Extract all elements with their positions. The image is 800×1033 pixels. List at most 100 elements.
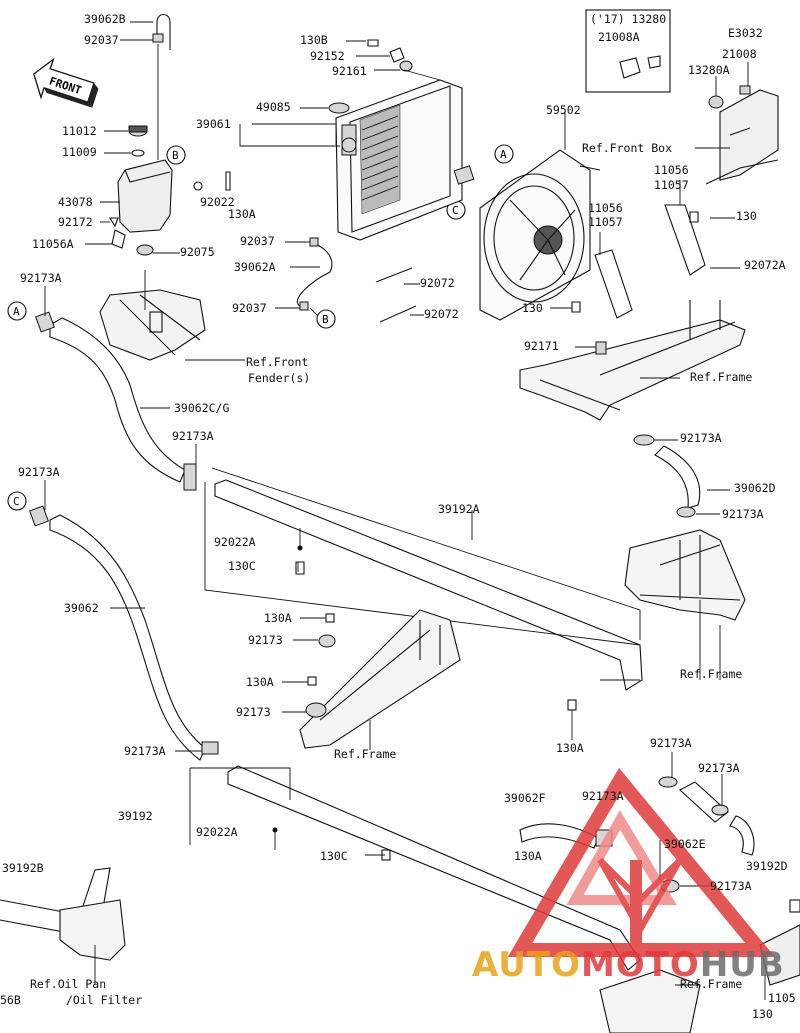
- label-11009: 11009: [62, 145, 97, 159]
- label-92173A-2: 92173A: [172, 429, 214, 443]
- label-11056-mid: 11056: [588, 201, 623, 215]
- label-92022A-2: 92022A: [196, 825, 238, 839]
- bolts-130: [571, 211, 699, 313]
- label-92173A-8: 92173A: [582, 789, 624, 803]
- clamp-92173A-7b: [711, 804, 729, 816]
- label-92173A-5: 92173A: [18, 465, 60, 479]
- label-92022A-1: 92022A: [214, 535, 256, 549]
- label-21008A: 21008A: [598, 30, 640, 44]
- frame-ref-bottom: [599, 969, 701, 1033]
- clamp-92173A-7a: [658, 776, 678, 788]
- label-92171: 92171: [524, 339, 559, 353]
- bracket-11056A: [111, 229, 126, 249]
- label-49085: 49085: [256, 100, 291, 114]
- front-box-ref: [719, 89, 779, 181]
- label-92173A-4: 92173A: [722, 507, 764, 521]
- radiator: [335, 79, 463, 241]
- label-92037-c: 92037: [232, 301, 267, 315]
- label-39062: 39062: [64, 601, 99, 615]
- svg-text:B: B: [322, 313, 329, 326]
- bolt-130B: [367, 39, 379, 47]
- label-59502: 59502: [546, 103, 581, 117]
- label-92173A-6: 92173A: [124, 744, 166, 758]
- watermark-text: AUTOMOTOHUB: [472, 945, 785, 985]
- label-92173A-9: 92173A: [710, 879, 752, 893]
- label-92152: 92152: [310, 49, 345, 63]
- callout-A-right: A: [494, 144, 514, 164]
- callout-A-left: A: [7, 301, 27, 321]
- frame-ref-upper: [519, 319, 746, 421]
- label-13280A: 13280A: [688, 63, 730, 77]
- bolt-130A-3: [325, 613, 335, 623]
- hose-39062: [49, 514, 206, 761]
- label-92075: 92075: [180, 245, 215, 259]
- label-39192B: 39192B: [2, 861, 44, 875]
- label-ref-front-fender-1: Ref.Front: [246, 355, 309, 369]
- grommet-92161: [399, 60, 413, 72]
- cap-gasket: [131, 149, 145, 157]
- label-43078: 43078: [58, 195, 93, 209]
- label-92037-a: 92037: [84, 33, 119, 47]
- grommet-92075: [136, 244, 154, 256]
- oil-pan-ref: [59, 899, 126, 961]
- label-11012: 11012: [62, 124, 97, 138]
- clamp-92173A-1: [35, 311, 55, 333]
- label-130C-2: 130C: [320, 849, 348, 863]
- label-39062F: 39062F: [504, 791, 546, 805]
- pipe-39192: [227, 765, 641, 971]
- radiator-cap-49085: [328, 102, 350, 114]
- label-11056-right: 11056: [654, 163, 689, 177]
- clamp-92173A-4: [676, 506, 696, 518]
- label-11057-right: 11057: [654, 178, 689, 192]
- radiator-fan: [479, 149, 591, 321]
- label-130A-top: 130A: [228, 207, 256, 221]
- bolt-130A: [225, 171, 231, 191]
- label-130-mid: 130: [522, 301, 543, 315]
- label-ref-frame-2: Ref.Frame: [680, 667, 743, 681]
- label-11056A: 11056A: [32, 237, 74, 251]
- clamp-92173A-2: [183, 463, 197, 491]
- cable-ties-92072: [375, 267, 417, 323]
- svg-text:B: B: [172, 149, 179, 162]
- label-92161: 92161: [332, 64, 367, 78]
- pipe-39192A: [214, 479, 643, 691]
- label-39192D: 39192D: [746, 859, 788, 873]
- label-92172: 92172: [58, 215, 93, 229]
- clamp-92173A-6: [201, 741, 219, 755]
- label-92173A-3: 92173A: [680, 431, 722, 445]
- clamp-92173-2: [305, 702, 327, 718]
- label-92072A: 92072A: [744, 258, 786, 272]
- label-130A-5: 130A: [514, 849, 542, 863]
- label-92173A-7b: 92173A: [698, 761, 740, 775]
- frame-ref-middle: [624, 529, 746, 621]
- label-39062CG: 39062C/G: [174, 401, 230, 415]
- label-21008: 21008: [722, 47, 757, 61]
- label-92072-b: 92072: [424, 307, 459, 321]
- clamp-92037: [152, 33, 164, 43]
- label-92173-2: 92173: [236, 705, 271, 719]
- automotohub-logo: [507, 767, 775, 957]
- label-92173-1: 92173: [248, 633, 283, 647]
- label-130-right: 130: [736, 209, 757, 223]
- label-11057-mid: 11057: [588, 215, 623, 229]
- hose-39062D: [654, 445, 701, 509]
- label-130A-3: 130A: [246, 675, 274, 689]
- label-39062B: 39062B: [84, 12, 126, 26]
- washer-92022: [193, 181, 203, 191]
- collar-92152: [389, 47, 405, 63]
- front-arrow: FRONT: [33, 57, 99, 108]
- leader-lines-top: [120, 21, 159, 160]
- label-ref-front-fender-2: Fender(s): [248, 371, 311, 385]
- label-92072-a: 92072: [420, 276, 455, 290]
- callout-B-mid: B: [316, 309, 336, 329]
- hose-39062E-b: [729, 815, 755, 856]
- coolant-reservoir-tank: [117, 159, 173, 233]
- label-ref-oil-pan-1: Ref.Oil Pan: [30, 977, 107, 991]
- bracket-bottom-right: [759, 924, 800, 986]
- radiator-outlet: [453, 165, 475, 185]
- label-130-bottom: 130: [752, 1007, 773, 1021]
- label-92173A-7: 92173A: [650, 736, 692, 750]
- bolt-130A-4: [307, 676, 317, 686]
- label-130A-2: 130A: [264, 611, 292, 625]
